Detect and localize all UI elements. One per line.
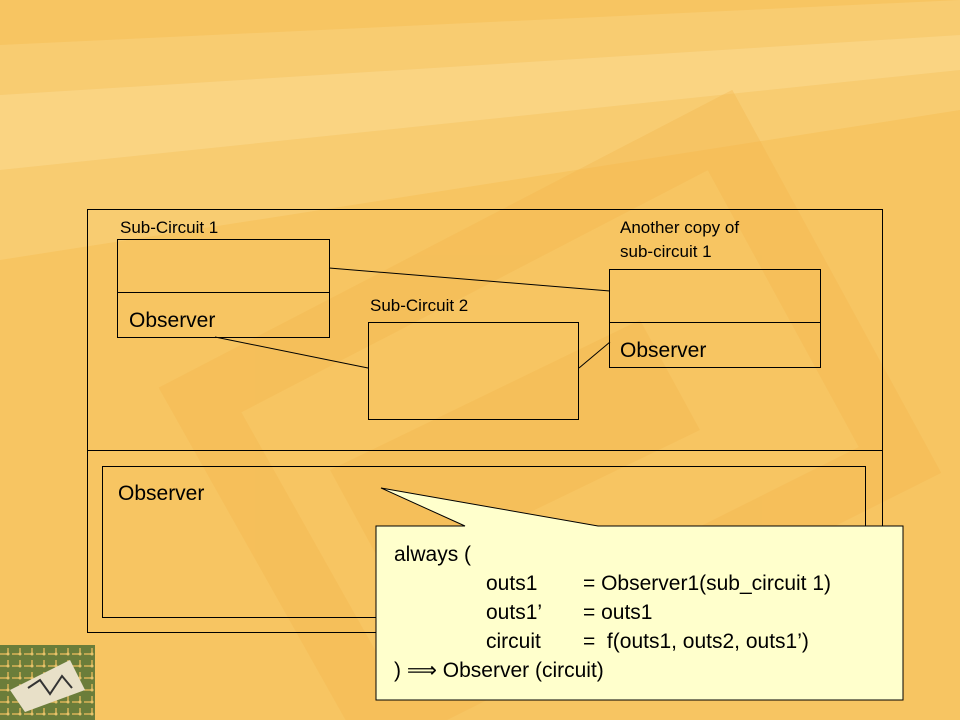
sub-circuit-2-box [368, 322, 579, 420]
sub-circuit-1-divider [117, 292, 330, 293]
connector-line [214, 336, 369, 369]
sub-circuit-1-label: Sub-Circuit 1 [120, 218, 219, 237]
callout-shape [375, 487, 904, 701]
sub-circuit-1-copy-divider [609, 322, 821, 323]
callout-line-2-var: outs1 [486, 572, 538, 595]
main-observer-label: Observer [118, 482, 205, 505]
copy-label-line1: Another copy of [620, 218, 740, 237]
connector-line [328, 267, 611, 292]
sub-circuit-1-copy-box [609, 269, 821, 368]
sub-circuit-2-label: Sub-Circuit 2 [370, 296, 469, 315]
callout-line-3-expr: = outs1 [583, 601, 653, 624]
sub-circuit-1-box [117, 239, 330, 338]
callout-line-1: always ( [394, 543, 472, 566]
callout-line-3-var: outs1’ [486, 601, 543, 624]
callout-line-2-expr: = Observer1(sub_circuit 1) [583, 572, 832, 595]
sub-circuit-1-observer-label: Observer [129, 309, 216, 332]
frame-divider [87, 450, 883, 451]
copy-label-line2: sub-circuit 1 [620, 242, 712, 261]
callout-line-4-expr: = f(outs1, outs2, outs1’) [583, 630, 809, 653]
callout-line-4-var: circuit [486, 630, 541, 653]
callout-line-5: ) ⟹ Observer (circuit) [394, 659, 604, 682]
connector-line [578, 341, 611, 369]
background-band [0, 35, 960, 170]
circuit-board-corner-icon [0, 645, 95, 720]
copy-observer-label: Observer [620, 339, 707, 362]
